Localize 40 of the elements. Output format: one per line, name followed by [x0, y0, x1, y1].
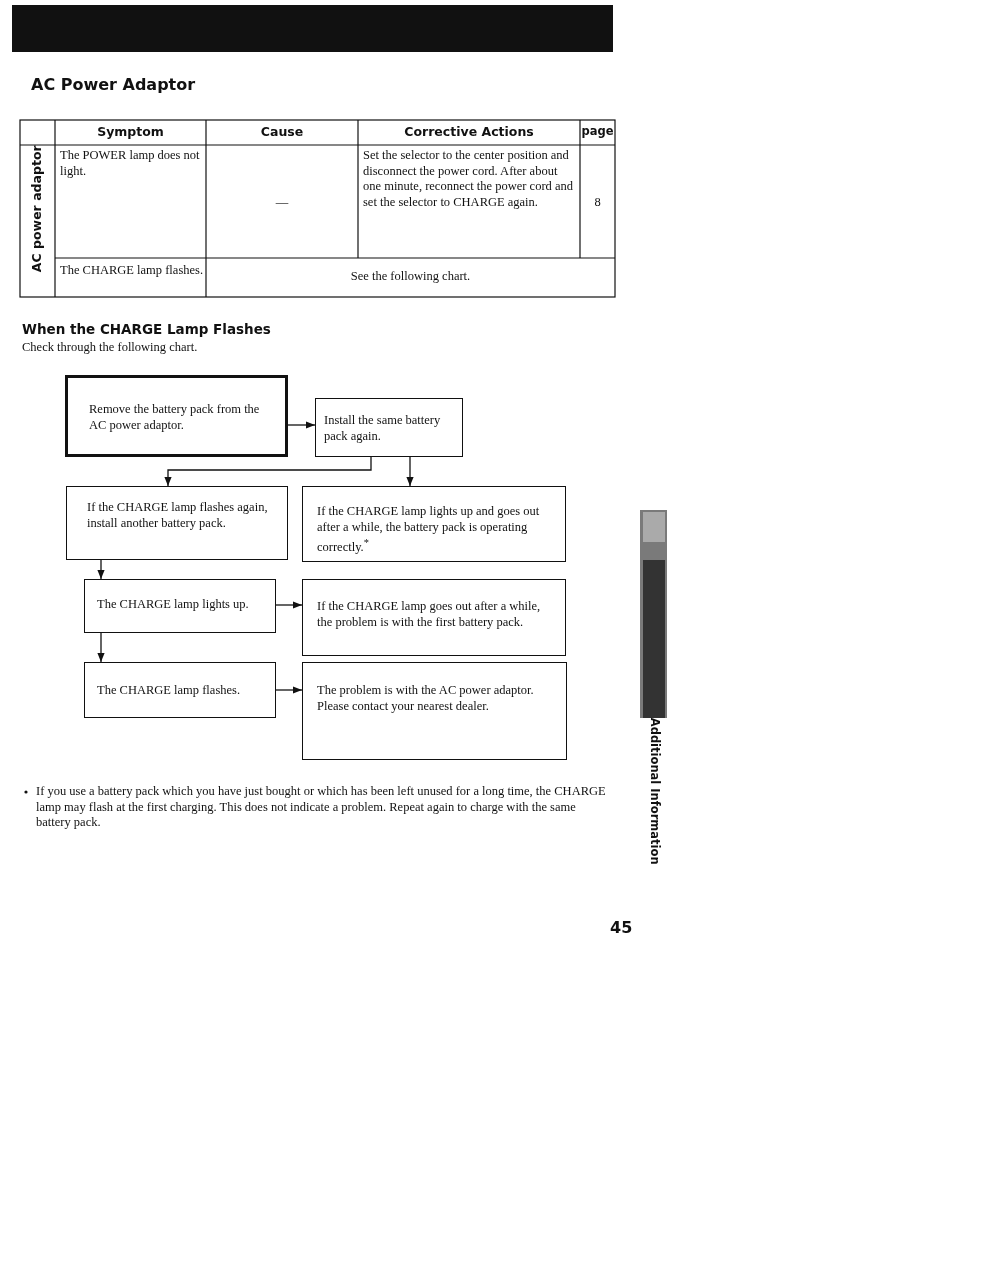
process-box: [302, 486, 566, 562]
cause-text: —: [274, 195, 290, 211]
arrow: [164, 456, 372, 487]
action-text: Set the selector to the center position and disconnect the power cord. After about one minute, reconnect the power cord and set the selector to CHARGE again.: [363, 148, 574, 210]
process-box: [302, 662, 567, 760]
arrow: [275, 686, 303, 694]
page-reference: 8: [593, 195, 602, 211]
step-text: The problem is with the AC power adaptor. Please contact your nearest dealer.: [317, 683, 535, 714]
column-header: Corrective Actions: [403, 124, 535, 140]
step-text: Install the same battery pack again.: [324, 413, 442, 444]
column-header: Cause: [259, 124, 305, 140]
section-heading: When the CHARGE Lamp Flashes: [22, 321, 272, 339]
step-text: Remove the battery pack from the AC power adaptor.: [89, 402, 261, 433]
process-box: [315, 398, 463, 457]
row-header: AC power adaptor: [29, 144, 45, 275]
step-text: If the CHARGE lamp flashes again, install another battery pack.: [87, 500, 269, 531]
arrow: [406, 456, 414, 487]
symptom-text: The CHARGE lamp flashes.: [60, 263, 204, 279]
intro-text: Check through the following chart.: [22, 340, 199, 356]
section-tab-label: Additional Information: [646, 717, 662, 867]
process-box: [302, 579, 566, 656]
arrow: [97, 559, 105, 580]
action-text: See the following chart.: [349, 269, 472, 285]
arrow: [287, 421, 316, 429]
step-text: The CHARGE lamp flashes.: [97, 683, 242, 699]
arrow: [97, 632, 105, 663]
page-number: 45: [610, 918, 634, 938]
arrow: [275, 601, 303, 609]
column-header: page: [580, 124, 615, 140]
symptom-text: The POWER lamp does not light.: [60, 148, 201, 179]
step-text: The CHARGE lamp lights up.: [97, 597, 250, 613]
process-box: [66, 486, 288, 560]
page-heading: AC Power Adaptor: [31, 75, 196, 95]
column-header: Symptom: [96, 124, 165, 140]
process-box: [84, 579, 276, 633]
process-box: [84, 662, 276, 718]
footnote-text: If you use a battery pack which you have just bought or which has been left unused for a long time, the CHARGE lamp may flash at the first charging. This does not indicate a problem. Repeat again to charge with the same battery pack.: [36, 784, 606, 831]
step-text: If the CHARGE lamp lights up and goes out after a while, the battery pack is operating correctly.$^{*}$: [317, 504, 541, 556]
step-text: If the CHARGE lamp goes out after a while, the problem is with the first battery pack.: [317, 599, 542, 630]
process-box: [65, 375, 288, 457]
